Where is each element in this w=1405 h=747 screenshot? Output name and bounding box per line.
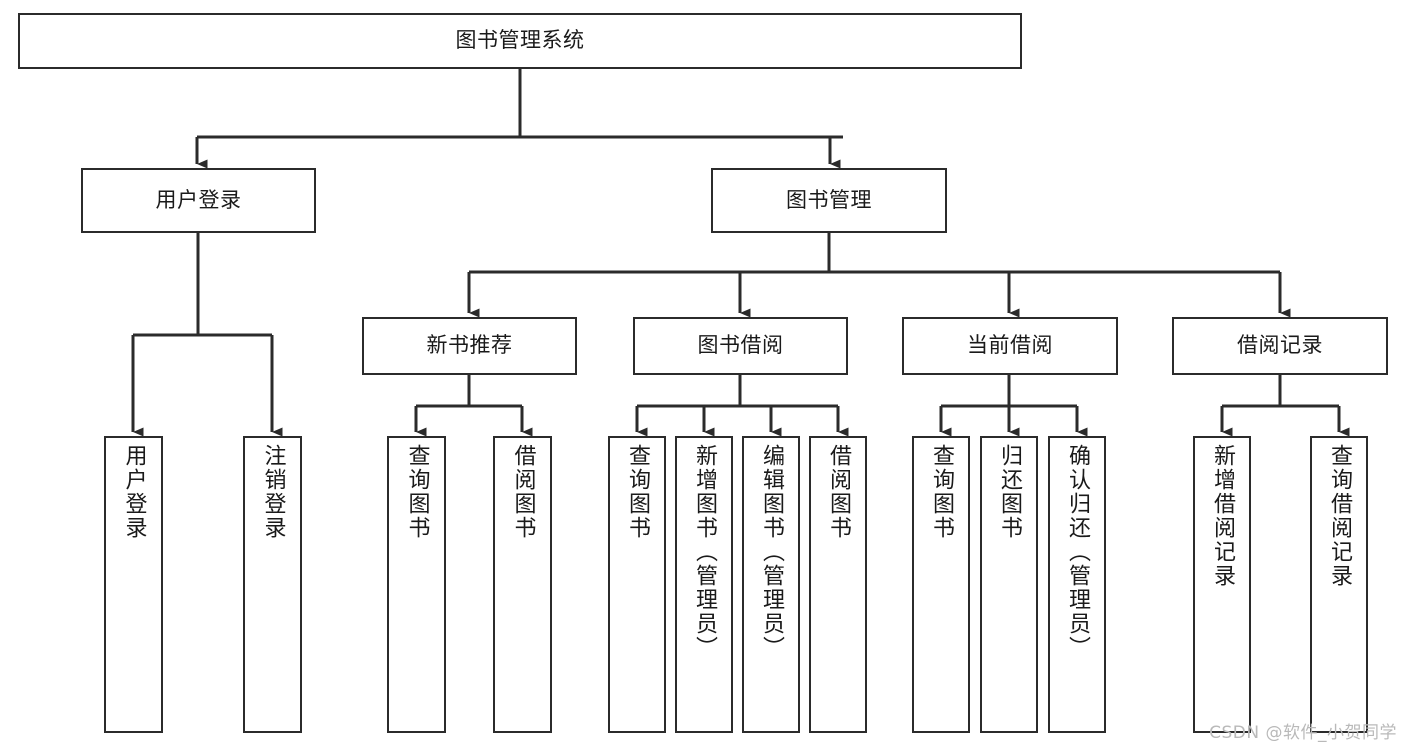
node-root[interactable]: 图书管理系统 <box>18 13 1022 69</box>
node-leaf-confirm-return-admin-label: 确认归还（管理员） <box>1064 444 1090 660</box>
node-leaf-borrow-book-newbook[interactable]: 借阅图书 <box>493 436 552 733</box>
node-borrow-record-label: 借阅记录 <box>1237 333 1323 358</box>
node-leaf-query-book-borrow-label: 查询图书 <box>624 444 650 540</box>
node-leaf-edit-book-admin[interactable]: 编辑图书（管理员） <box>742 436 800 733</box>
node-leaf-query-book-borrow[interactable]: 查询图书 <box>608 436 666 733</box>
node-book-management-label: 图书管理 <box>786 187 872 212</box>
node-leaf-borrow-book-newbook-label: 借阅图书 <box>510 444 536 540</box>
node-leaf-add-borrow-record-label: 新增借阅记录 <box>1209 444 1235 588</box>
node-borrow-record[interactable]: 借阅记录 <box>1172 317 1388 375</box>
node-root-label: 图书管理系统 <box>455 28 585 53</box>
node-leaf-logout[interactable]: 注销登录 <box>243 436 302 733</box>
node-leaf-edit-book-admin-label: 编辑图书（管理员） <box>758 444 784 660</box>
node-leaf-add-book-admin[interactable]: 新增图书（管理员） <box>675 436 733 733</box>
node-new-book-recommend[interactable]: 新书推荐 <box>362 317 577 375</box>
node-leaf-add-book-admin-label: 新增图书（管理员） <box>691 444 717 660</box>
node-leaf-query-borrow-record[interactable]: 查询借阅记录 <box>1310 436 1368 733</box>
node-current-borrow[interactable]: 当前借阅 <box>902 317 1118 375</box>
node-leaf-borrow-book-borrow[interactable]: 借阅图书 <box>809 436 867 733</box>
node-leaf-return-book-label: 归还图书 <box>996 444 1022 540</box>
node-book-borrow[interactable]: 图书借阅 <box>633 317 848 375</box>
watermark-text: CSDN @软件_小贺同学 <box>1209 723 1397 743</box>
node-leaf-query-book-newbook[interactable]: 查询图书 <box>387 436 446 733</box>
node-leaf-borrow-book-borrow-label: 借阅图书 <box>825 444 851 540</box>
node-leaf-user-login-label: 用户登录 <box>121 444 147 540</box>
node-leaf-query-book-current[interactable]: 查询图书 <box>912 436 970 733</box>
node-user-login-label: 用户登录 <box>155 187 242 212</box>
node-leaf-return-book[interactable]: 归还图书 <box>980 436 1038 733</box>
node-leaf-query-book-current-label: 查询图书 <box>928 444 954 540</box>
node-leaf-query-borrow-record-label: 查询借阅记录 <box>1326 444 1352 588</box>
node-new-book-recommend-label: 新书推荐 <box>426 333 513 358</box>
node-leaf-query-book-newbook-label: 查询图书 <box>404 444 430 540</box>
node-book-management[interactable]: 图书管理 <box>711 168 947 233</box>
node-leaf-confirm-return-admin[interactable]: 确认归还（管理员） <box>1048 436 1106 733</box>
node-leaf-add-borrow-record[interactable]: 新增借阅记录 <box>1193 436 1251 733</box>
node-book-borrow-label: 图书借阅 <box>697 333 784 358</box>
node-current-borrow-label: 当前借阅 <box>967 333 1053 358</box>
node-leaf-logout-label: 注销登录 <box>260 444 286 540</box>
node-user-login[interactable]: 用户登录 <box>81 168 316 233</box>
node-leaf-user-login[interactable]: 用户登录 <box>104 436 163 733</box>
